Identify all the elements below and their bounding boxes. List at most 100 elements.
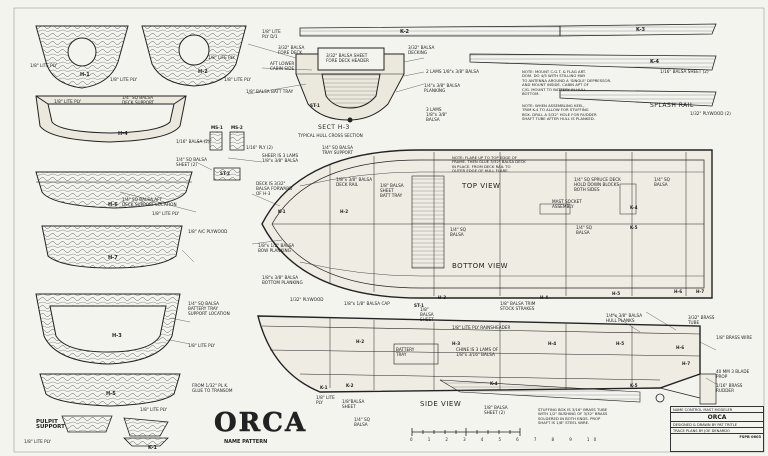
label-st2: ST-2 bbox=[220, 171, 230, 176]
label-k3: K-3 bbox=[636, 27, 645, 33]
note-42: 1/8"x 1/8" BALSA CAP bbox=[344, 301, 390, 306]
note-59: 1/8" LITE PLY bbox=[140, 407, 167, 412]
part-h2 bbox=[141, 25, 247, 87]
part-k1 bbox=[123, 437, 169, 447]
note-24: 1/4" SQ BALSA TRAY SUPPORT bbox=[322, 145, 353, 155]
label-k2: K-2 bbox=[400, 29, 409, 35]
label-h5-plan: H-5 bbox=[612, 291, 621, 296]
section-label: SECT H-3 bbox=[318, 124, 350, 131]
note-41: 1/32" PLYWOOD bbox=[290, 297, 324, 302]
note-55: 1/8" BALSA SHEET (2) bbox=[484, 405, 508, 415]
label-h3-plan: H-3 bbox=[438, 295, 447, 300]
label-h4-side: H-4 bbox=[548, 341, 557, 346]
note-17: 1/32" PLYWOOD (2) bbox=[690, 111, 731, 116]
label-h2-side: H-2 bbox=[356, 339, 365, 344]
note-22: 1/4" SQ BALSA SHEET (2) bbox=[176, 157, 207, 167]
note-51: FROM 1/32" PL K. GLUE TO TRANSOM bbox=[192, 383, 233, 393]
note-39: 1/8" BALSA SHEET bbox=[420, 307, 434, 322]
section-h3 bbox=[295, 47, 405, 123]
note-03: 1/8" LITE PLY bbox=[110, 77, 137, 82]
note-15: NOTE: MOUNT C.G.T. & FLAG ART. DOM. DO 4… bbox=[522, 69, 612, 97]
label-h7-plan: H-7 bbox=[696, 289, 705, 294]
note-54: 1/4" SQ BALSA bbox=[354, 417, 370, 427]
note-49: 1/4" SQ BALSA BATTERY TRAY SUPPORT LOCAT… bbox=[188, 301, 230, 316]
part-h6 bbox=[35, 171, 193, 209]
side-view-hull bbox=[257, 315, 717, 405]
note-08: 3/32" BALSA SHEET FORE DECK HEADER bbox=[326, 53, 369, 63]
part-h4 bbox=[35, 95, 187, 143]
label-h5-side: H-5 bbox=[616, 341, 625, 346]
note-29: 1/4" SQ SPRUCE DECK HOLD DOWN BLOCKS BOT… bbox=[574, 177, 621, 192]
note-58: 1/16" BRASS RUDDER bbox=[716, 383, 743, 393]
label-h4-plan: H-4 bbox=[540, 295, 549, 300]
note-10: 3/32" BALSA DECKING bbox=[408, 45, 435, 55]
title-block: NAME CONTROL MAST MODELER ORCA DESIGNED … bbox=[670, 406, 764, 452]
part-h7 bbox=[41, 225, 183, 269]
note-53: 1/8"BALSA SHEET bbox=[342, 399, 365, 409]
label-h7-side: H-7 bbox=[682, 361, 691, 366]
part-ms bbox=[209, 131, 245, 151]
label-k2-side: K-2 bbox=[346, 383, 354, 388]
part-h1 bbox=[35, 25, 129, 89]
scale-label: 0 1 2 3 4 5 6 7 8 9 10 bbox=[410, 437, 601, 442]
part-st2 bbox=[213, 167, 241, 181]
note-52: 1/8" LITE PLY bbox=[316, 395, 335, 405]
title-block-plan-no: FSPB 0603 bbox=[739, 434, 761, 439]
label-k1-plan: K-1 bbox=[278, 209, 286, 214]
note-60: 1/8" LITE PLY bbox=[24, 439, 51, 444]
note-09: 1/8" BALSA BATT TRAY bbox=[246, 89, 294, 94]
label-ms2: MS-2 bbox=[231, 125, 243, 130]
pulpit-label: PULPIT SUPPORT bbox=[36, 419, 65, 430]
label-h3: H-3 bbox=[112, 333, 122, 339]
top-view-label: TOP VIEW bbox=[462, 182, 501, 190]
note-32: 1/4" SQ BALSA bbox=[576, 225, 592, 235]
label-k4-plan: K-4 bbox=[630, 205, 638, 210]
note-04: 1/8" LITE PLY D/1 bbox=[262, 29, 281, 39]
plan-view-hull bbox=[261, 149, 713, 299]
label-h3-side: H-3 bbox=[452, 341, 461, 346]
scale-bar bbox=[411, 428, 521, 436]
label-h1: H-1 bbox=[80, 72, 90, 78]
side-view-label: SIDE VIEW bbox=[420, 400, 462, 408]
note-19: 1/8" LITE PLY bbox=[208, 55, 235, 60]
leader-lines bbox=[119, 43, 717, 385]
note-50: 1/8" LITE PLY bbox=[188, 343, 215, 348]
title-block-designer: DESIGNED & DRAWN BY PAT TRITLE bbox=[671, 422, 763, 428]
keel-k2-k3 bbox=[299, 23, 717, 37]
note-25: DECK IS 3/32" BALSA FORWARD OF H-3 bbox=[256, 181, 293, 196]
note-35: 1/8" LITE PLY bbox=[152, 211, 179, 216]
note-18: 1/4" SQ BALSA DECK SUPPORT bbox=[122, 95, 155, 105]
note-56: STUFFING BOX IS 3/16" BRASS TUBE WITH 1/… bbox=[538, 407, 608, 426]
label-h6: H-6 bbox=[108, 202, 118, 208]
label-h2-plan: H-2 bbox=[340, 209, 349, 214]
label-h4: H-4 bbox=[118, 131, 128, 137]
note-14: 1/16" BALSA SHEET (2) bbox=[660, 69, 709, 74]
note-33: 1/4" SQ BALSA bbox=[450, 227, 466, 237]
part-h5 bbox=[39, 373, 181, 407]
note-57: 40 MM 3 BLADE PROP bbox=[716, 369, 750, 379]
note-02: 1/8" LITE PLY bbox=[30, 63, 57, 68]
label-k1: K-1 bbox=[148, 445, 157, 451]
label-h7: H-7 bbox=[108, 255, 118, 261]
label-k1-side: K-1 bbox=[320, 385, 328, 390]
label-h2: H-2 bbox=[198, 69, 208, 75]
note-37: 1/8"x 1/2" BALSA BOW PLANKING bbox=[258, 243, 295, 253]
note-13: 3 LAMS 1/8"x 3/8" BALSA bbox=[426, 107, 448, 122]
label-h6-plan: H-6 bbox=[674, 289, 683, 294]
note-23: SHEER IS 3 LAMS 1/8"x 3/8" BALSA bbox=[262, 153, 299, 163]
title-block-tracer: TRACE PLANS BY JOE DENARDO bbox=[671, 428, 763, 434]
note-30: 1/4" SQ BALSA bbox=[654, 177, 670, 187]
note-07: 1/8" LITE PLY bbox=[224, 77, 251, 82]
note-48: CHINE IS 3 LAMS OF 1/8"x 3/16" BALSA bbox=[456, 347, 499, 357]
title-subtitle: NAME PATTERN bbox=[224, 439, 268, 445]
label-k5-plan: K-5 bbox=[630, 225, 638, 230]
note-12: 1/4"x 3/8" BALSA PLANKING bbox=[424, 83, 461, 93]
section-sub-label: TYPICAL HULL CROSS SECTION bbox=[298, 133, 363, 138]
label-k4-side: K-4 bbox=[490, 381, 498, 386]
note-31: MAST SOCKET ASSEMBLY bbox=[552, 199, 582, 209]
note-34: 1/4" SQ BALSA AFT DECK SUPPORT LOCATION bbox=[122, 197, 177, 207]
title-block-name: ORCA bbox=[671, 413, 763, 422]
label-h6-side: H-6 bbox=[676, 345, 685, 350]
